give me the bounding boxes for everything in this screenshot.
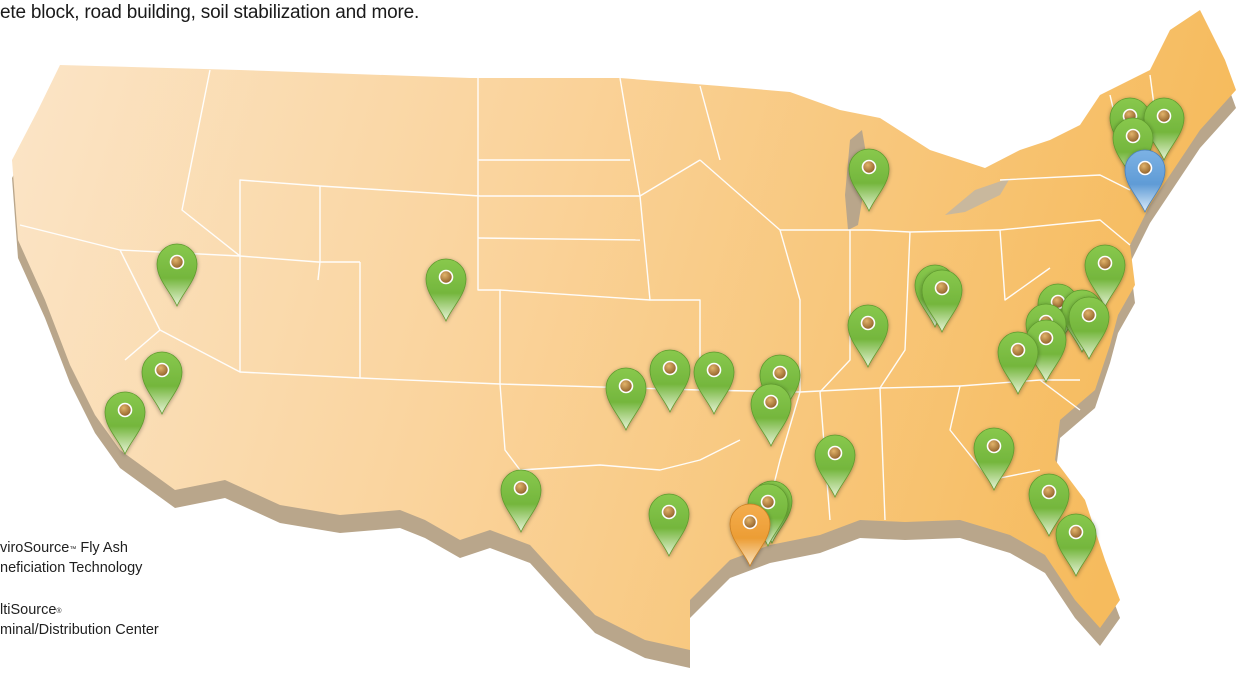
location-pin-green-icon[interactable] bbox=[156, 243, 198, 308]
legend-multisource-line1: ltiSource® bbox=[0, 602, 62, 618]
location-pin-green-icon[interactable] bbox=[814, 434, 856, 499]
legend-envirosource-line1: viroSource™ Fly Ash bbox=[0, 540, 128, 556]
location-pin-green-icon[interactable] bbox=[847, 304, 889, 369]
marker-layer bbox=[104, 97, 1185, 578]
location-pin-green-icon[interactable] bbox=[997, 331, 1039, 396]
location-pin-green-icon[interactable] bbox=[1055, 513, 1097, 578]
location-pin-green-icon[interactable] bbox=[649, 349, 691, 414]
legend-multisource-line2: minal/Distribution Center bbox=[0, 622, 159, 638]
location-pin-green-icon[interactable] bbox=[425, 258, 467, 323]
location-pin-green-icon[interactable] bbox=[605, 367, 647, 432]
legend-item-envirosource: viroSource™ Fly Ash neficiation Technolo… bbox=[0, 538, 142, 578]
land-mass bbox=[12, 10, 1236, 650]
location-pin-green-icon[interactable] bbox=[1112, 117, 1154, 182]
legend-envirosource-line2: neficiation Technology bbox=[0, 560, 143, 576]
location-pin-green-icon[interactable] bbox=[1068, 296, 1110, 361]
intro-text: ete block, road building, soil stabiliza… bbox=[0, 2, 420, 23]
location-pin-green-icon[interactable] bbox=[648, 493, 690, 558]
location-pin-green-icon[interactable] bbox=[750, 383, 792, 448]
location-pin-green-icon[interactable] bbox=[973, 427, 1015, 492]
location-pin-green-icon[interactable] bbox=[500, 469, 542, 534]
location-pin-orange-icon[interactable] bbox=[729, 503, 771, 568]
location-pin-blue-icon[interactable] bbox=[1124, 149, 1166, 214]
legend-item-multisource: ltiSource® minal/Distribution Center bbox=[0, 600, 159, 640]
location-pin-green-icon[interactable] bbox=[141, 351, 183, 416]
location-pin-green-icon[interactable] bbox=[693, 351, 735, 416]
state-borders bbox=[19, 69, 1161, 541]
location-pin-green-icon[interactable] bbox=[1028, 473, 1070, 538]
location-pin-green-icon[interactable] bbox=[921, 269, 963, 334]
location-pin-green-icon[interactable] bbox=[1084, 244, 1126, 309]
location-pin-green-icon[interactable] bbox=[104, 391, 146, 456]
lake-erie bbox=[945, 178, 1010, 215]
location-pin-green-icon[interactable] bbox=[848, 148, 890, 213]
